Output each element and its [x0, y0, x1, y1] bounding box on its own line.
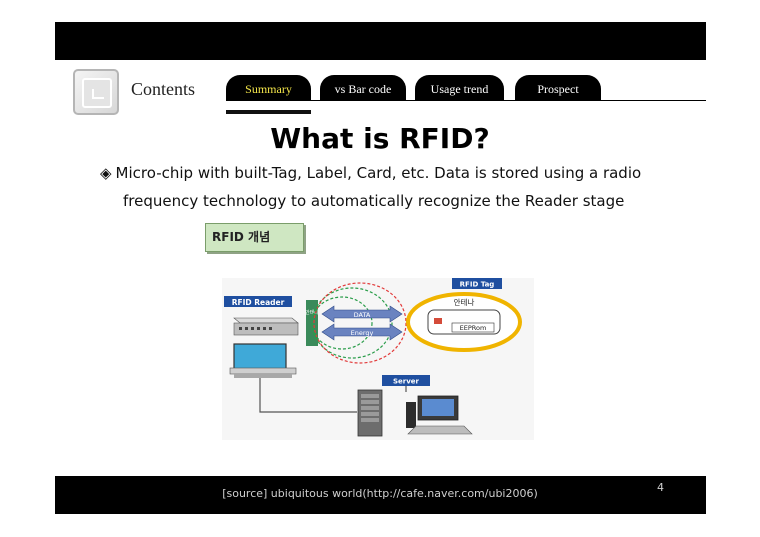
page-number: 4 — [657, 481, 664, 494]
bottom-bar — [55, 476, 706, 514]
server-label-box — [382, 375, 430, 386]
monitor-icon — [229, 343, 297, 378]
server-label: Server — [393, 378, 420, 386]
tab-vs-bar-code[interactable]: vs Bar code — [320, 75, 406, 101]
antenna-label: 안테나 — [454, 297, 475, 307]
chip-label-box — [451, 322, 495, 333]
active-tab-indicator — [226, 110, 311, 114]
data-label: DATA — [354, 311, 371, 319]
tag-label-box — [452, 278, 502, 289]
tab-usage-trend[interactable]: Usage trend — [415, 75, 504, 101]
reader-label-box — [224, 296, 292, 307]
slide-title: What is RFID? — [270, 122, 490, 155]
data-arrow — [321, 305, 403, 323]
reader-device-icon — [233, 317, 299, 336]
workstation-icon — [406, 395, 473, 435]
rfid-diagram: RFID Reader 안테나 DATA Energy RFID Tag 안테나… — [222, 278, 534, 440]
rfid-concept-button[interactable]: RFID 개념 — [205, 223, 304, 252]
side-antenna-label: 안테나 — [305, 309, 319, 316]
energy-arrow — [321, 323, 403, 341]
tab-summary[interactable]: Summary — [226, 75, 311, 101]
bullet-line-1: ◈Micro-chip with built-Tag, Label, Card,… — [100, 164, 641, 182]
server-tower-icon — [357, 389, 383, 437]
tag-label: RFID Tag — [460, 281, 495, 289]
tab-prospect[interactable]: Prospect — [515, 75, 601, 101]
top-bar — [55, 22, 706, 60]
connection-line — [259, 378, 357, 413]
tag-chip — [434, 318, 442, 324]
bullet-diamond-icon: ◈ — [100, 164, 112, 182]
contents-label: Contents — [131, 79, 196, 99]
bullet-line-2: frequency technology to automatically re… — [123, 192, 625, 210]
energy-label: Energy — [351, 329, 374, 337]
chip-label: EEPRom — [460, 324, 487, 332]
reader-label: RFID Reader — [232, 298, 285, 307]
footer-source: [source] ubiquitous world(http://cafe.na… — [222, 487, 538, 500]
bullet-text-1: Micro-chip with built-Tag, Label, Card, … — [115, 164, 642, 182]
contents-logo-icon — [73, 69, 119, 115]
